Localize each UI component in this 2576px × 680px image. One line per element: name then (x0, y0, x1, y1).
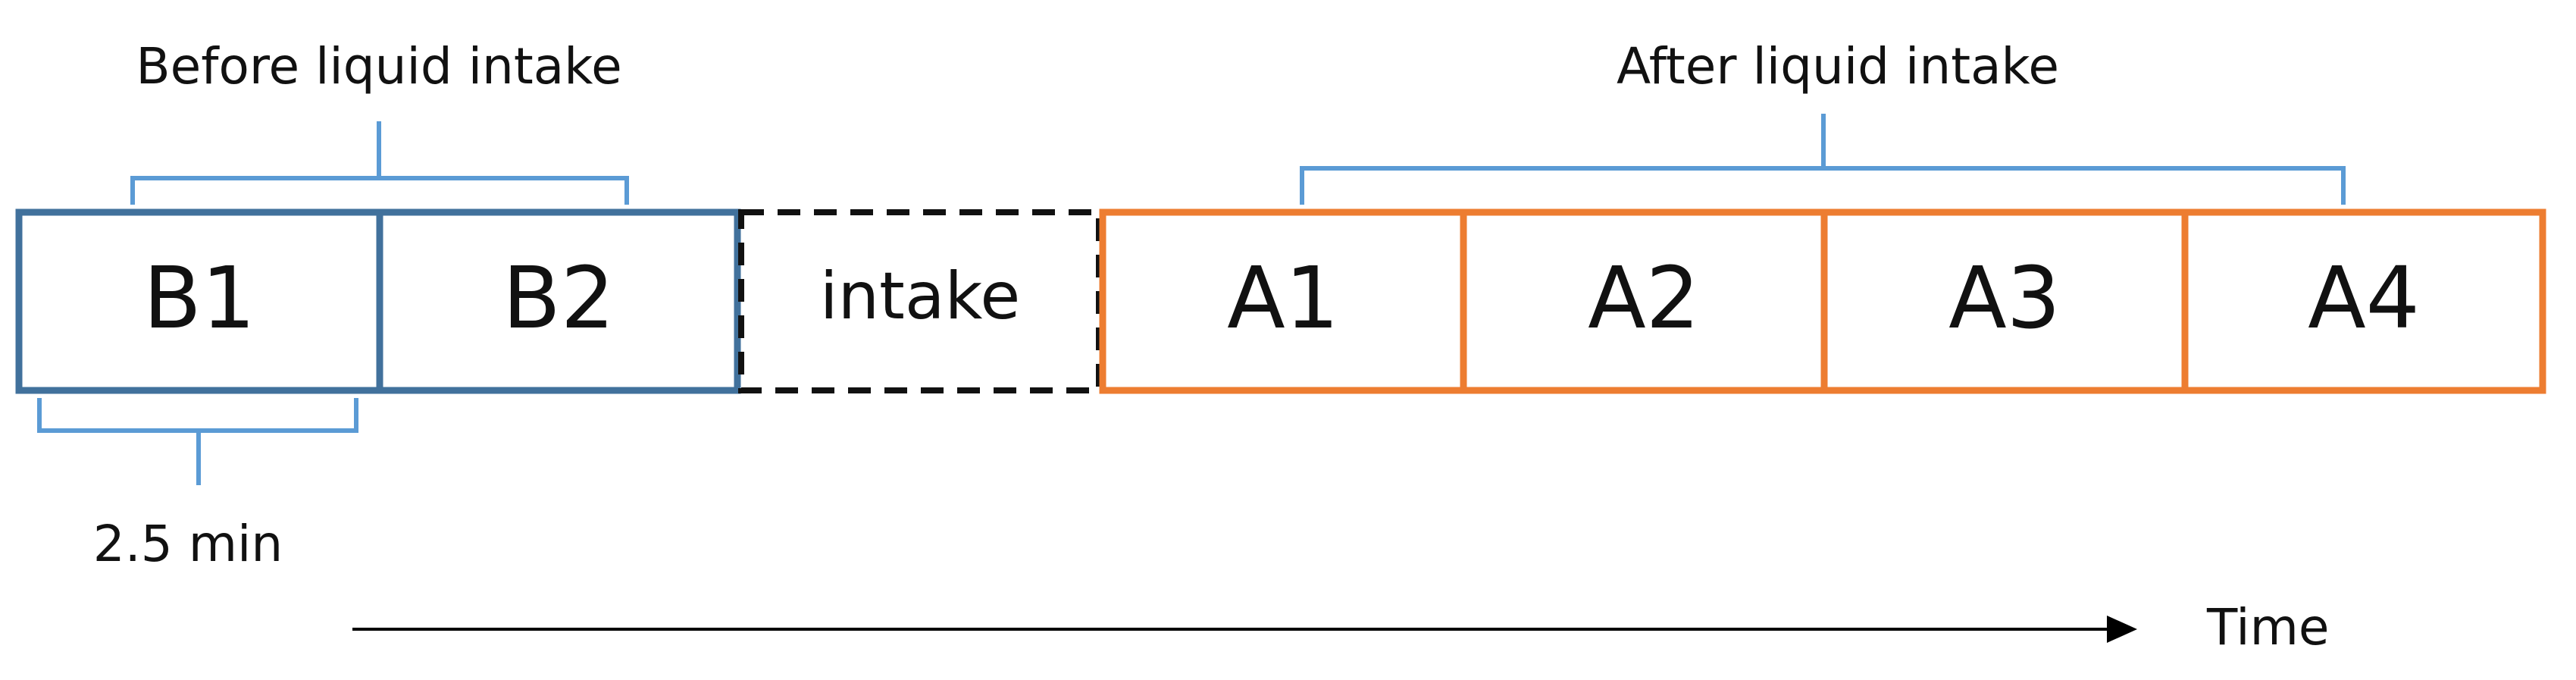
segment-a4-box (2181, 208, 2546, 394)
segment-intake-box (738, 209, 1102, 393)
segment-b1-label: B1 (143, 249, 255, 348)
time-label: Time (2206, 598, 2330, 656)
intake-segment: intake (738, 209, 1102, 393)
after-group-label: After liquid intake (1617, 37, 2059, 96)
segment-intake-label: intake (820, 259, 1020, 334)
after-segments: A1 A2 A3 A4 (1099, 208, 2546, 394)
segment-b2-label: B2 (502, 249, 615, 348)
segment-a2-label: A2 (1588, 249, 1700, 348)
after-group-brace (1300, 114, 2346, 205)
before-group-brace (130, 121, 629, 205)
before-group-label: Before liquid intake (136, 37, 621, 96)
before-segments: B1 B2 (15, 208, 741, 394)
duration-label: 2.5 min (93, 515, 283, 573)
segment-a4-label: A4 (2308, 249, 2420, 348)
segment-a1-label: A1 (1227, 249, 1339, 348)
segment-a3-label: A3 (1948, 249, 2061, 348)
duration-brace (37, 398, 358, 485)
time-arrow-head (2107, 616, 2137, 643)
segment-b2-box (376, 208, 741, 394)
